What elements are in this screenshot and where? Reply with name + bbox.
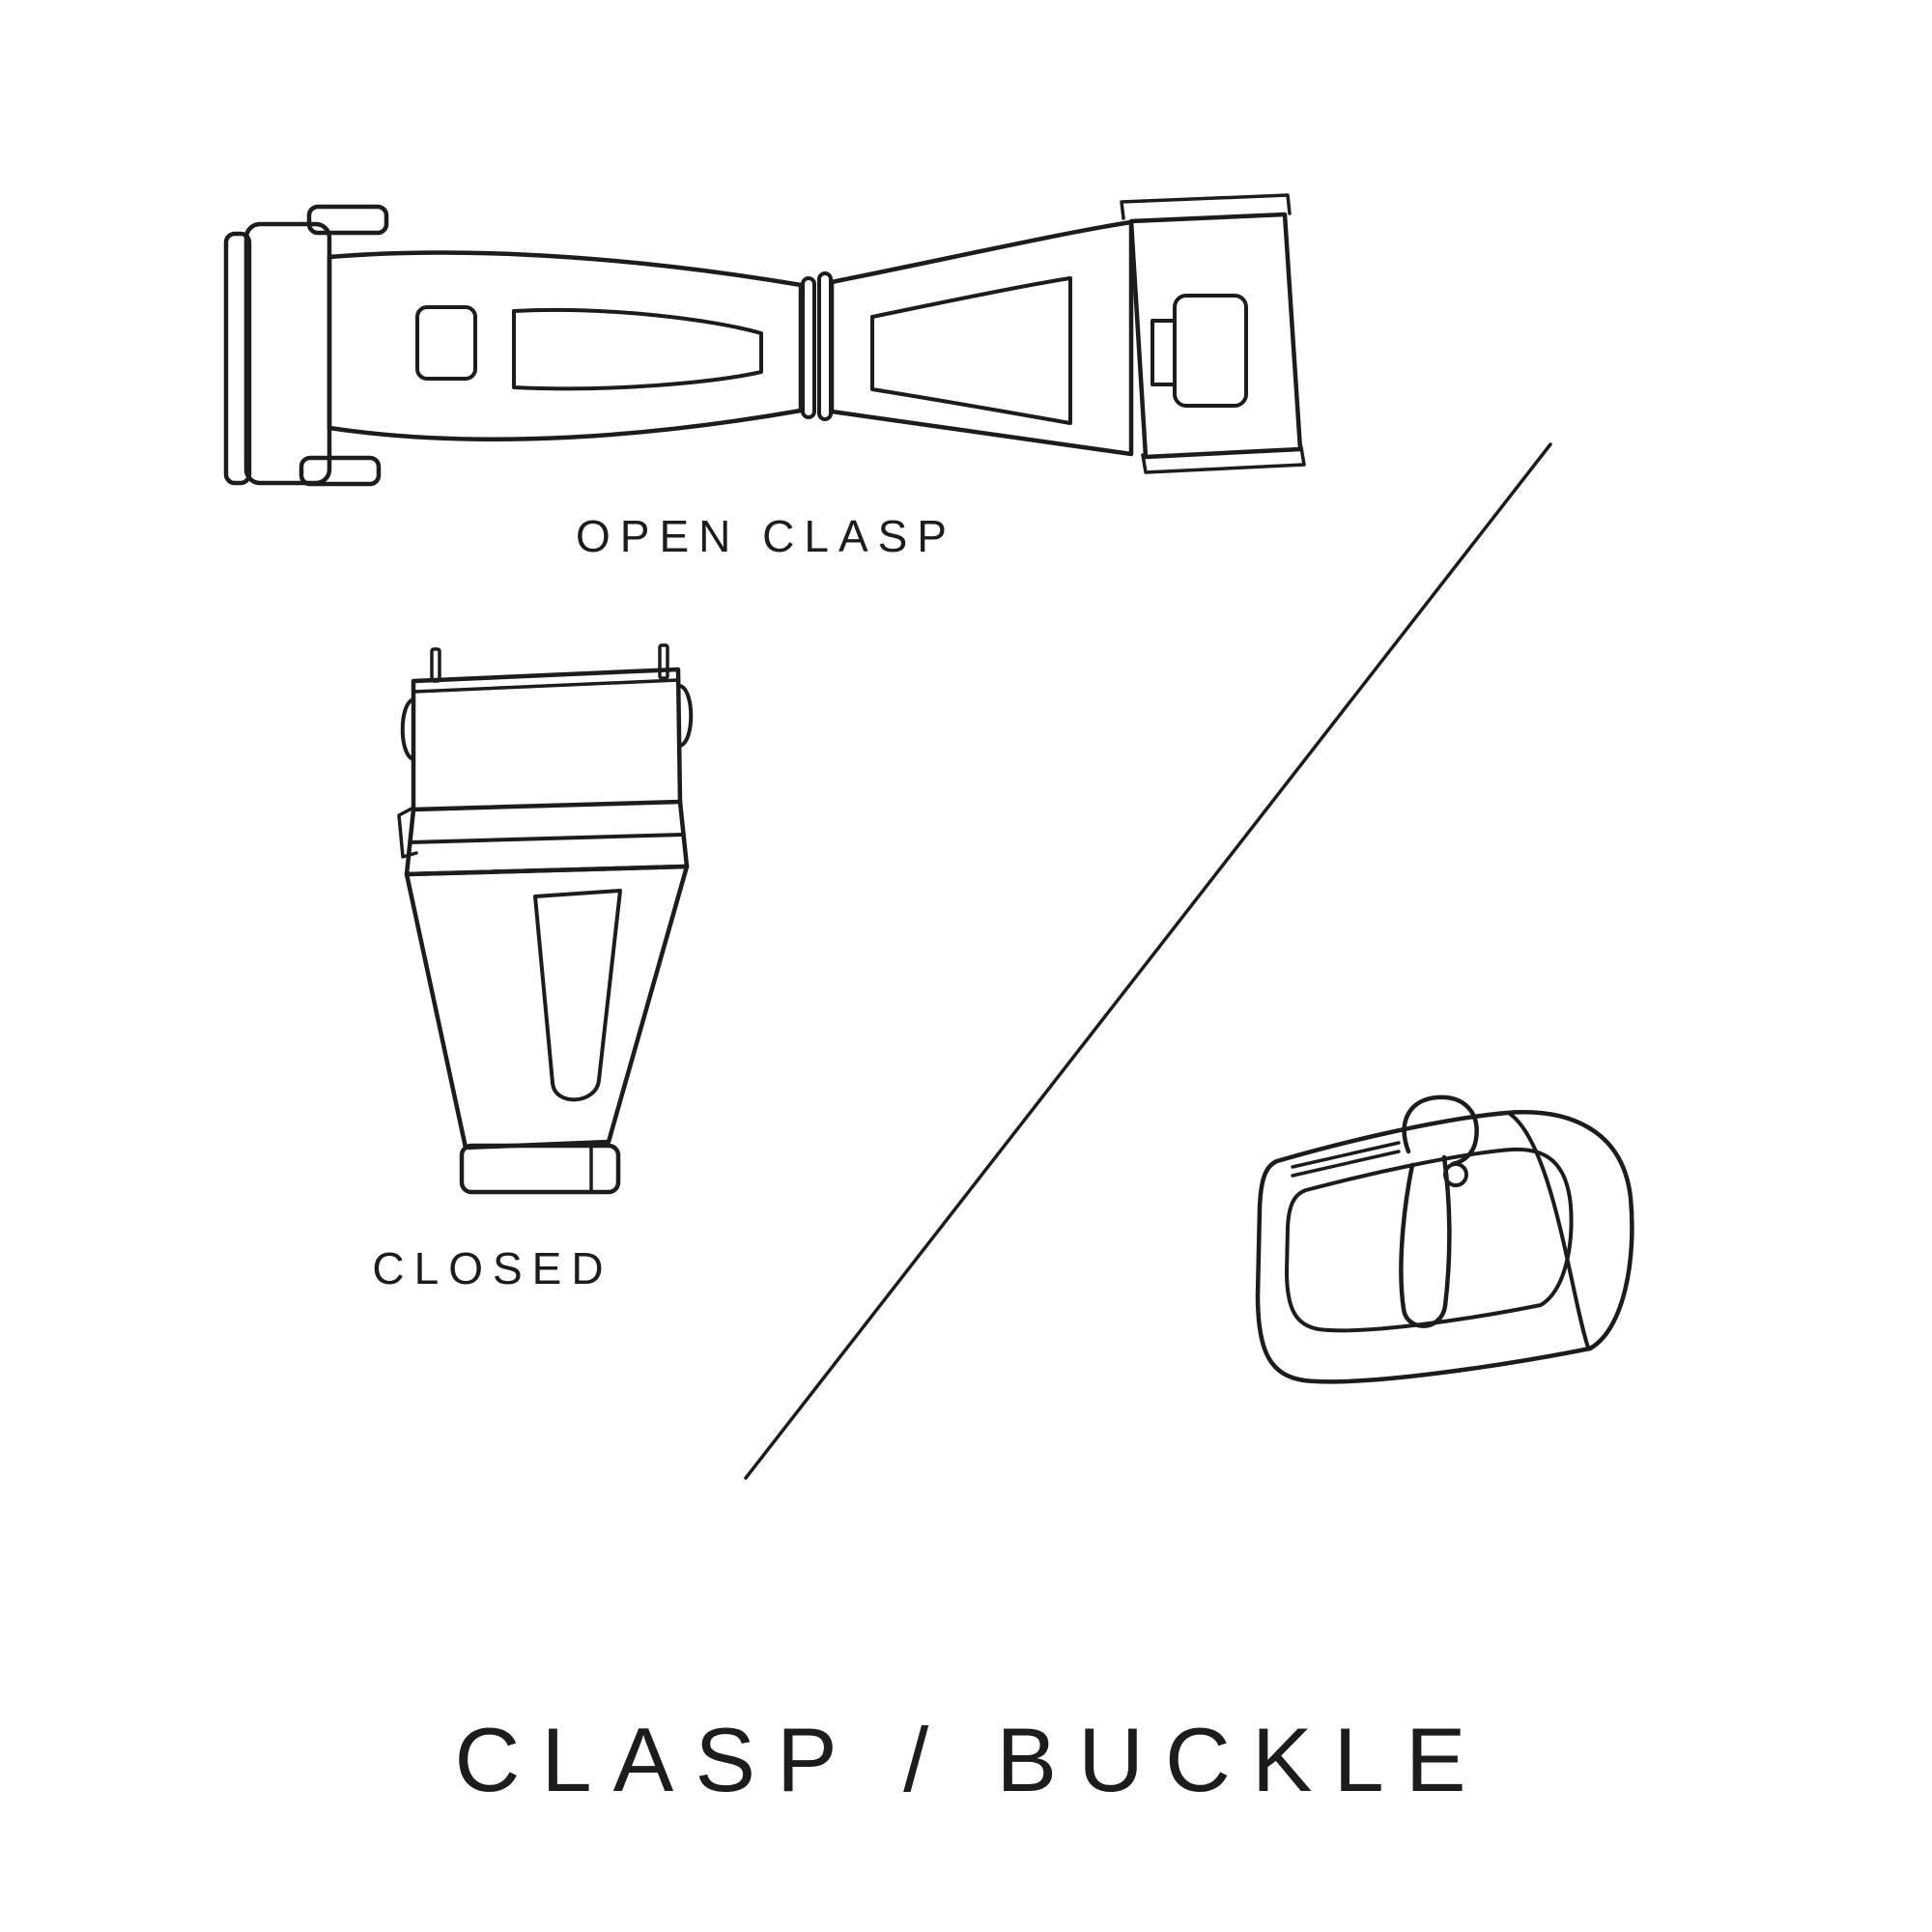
closed-clasp-illustration [397, 643, 694, 1195]
clasp-right-block [1128, 212, 1303, 460]
open-clasp-illustration [223, 193, 1306, 487]
pin-buckle-illustration [1255, 1094, 1634, 1384]
buckle-frame-outer [1255, 1110, 1634, 1384]
closed-band-edge-right [677, 799, 690, 869]
closed-prong-right [658, 643, 669, 680]
clasp-catch [1173, 294, 1248, 408]
closed-label: CLOSED [372, 1243, 613, 1293]
closed-band-line-1 [409, 833, 685, 844]
closed-cover-foldline [412, 678, 680, 694]
pin-buckle-drawing [1255, 1094, 1634, 1384]
clasp-left-top-tab [306, 204, 389, 236]
diagonal-divider-line [744, 442, 1552, 1480]
buckle-springbar-line-2 [1291, 1150, 1401, 1178]
open-clasp-drawing [223, 193, 1306, 487]
closed-prong-left [430, 647, 441, 683]
buckle-right-contour [1508, 1112, 1590, 1350]
clasp-right-bottom-slab [1141, 445, 1306, 474]
clasp-left-block [243, 221, 332, 486]
clasp-pusher-notch [415, 305, 477, 381]
closed-side-tab [397, 806, 418, 859]
diagram-title: CLASP / BUCKLE [454, 1709, 1488, 1810]
buckle-springbar-line-1 [1291, 1141, 1401, 1169]
open-clasp-label: OPEN CLASP [576, 511, 956, 561]
closed-band-edge-left [404, 807, 416, 877]
buckle-tongue-loop [1402, 1094, 1479, 1167]
closed-foot [459, 1143, 621, 1195]
clasp-catch-hook [1151, 319, 1177, 386]
divider-line [744, 442, 1552, 1480]
clasp-left-bottom-tab [298, 455, 382, 487]
buckle-tongue [1399, 1154, 1452, 1328]
closed-ear-right [678, 684, 694, 748]
clasp-right-arm-outline [829, 219, 1134, 457]
clasp-hinge-bar-2 [817, 271, 833, 421]
closed-body [404, 864, 690, 1151]
clasp-left-arm-window [512, 307, 763, 391]
clasp-right-top-slab [1120, 193, 1292, 220]
closed-clasp-drawing [397, 643, 694, 1195]
clasp-left-arm-outline [327, 250, 804, 442]
clasp-left-bar [223, 231, 252, 486]
clasp-right-arm-window [870, 276, 1072, 425]
clasp-hinge-bar-1 [801, 276, 816, 419]
closed-ear-left [400, 697, 415, 761]
closed-body-slot [533, 889, 622, 1102]
buckle-frame-inner [1285, 1147, 1574, 1333]
